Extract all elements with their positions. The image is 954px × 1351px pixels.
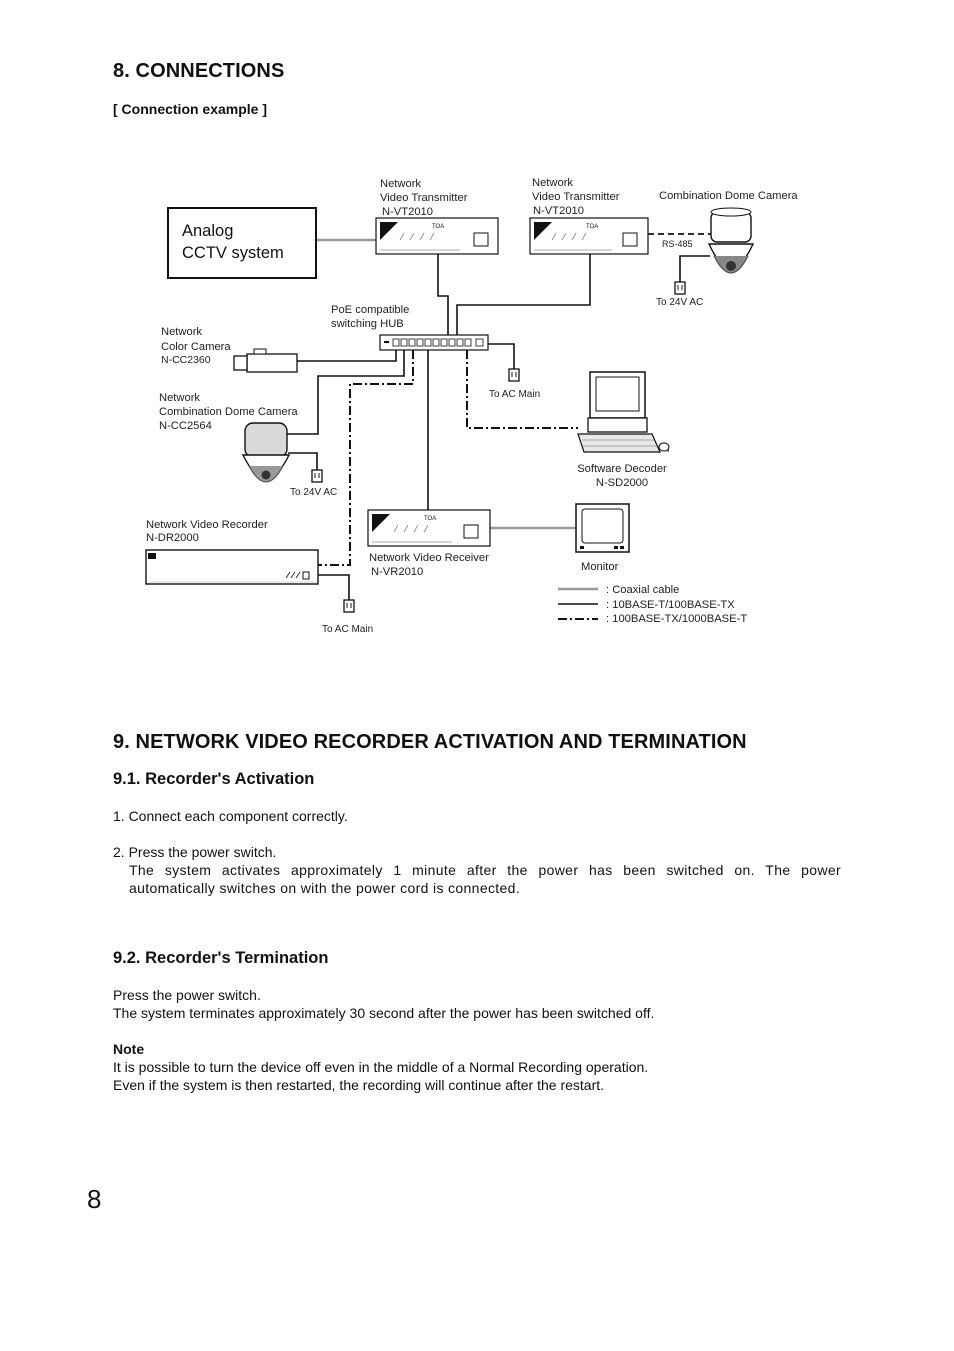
monitor-device [575,503,630,553]
legend: : Coaxial cable : 10BASE-T/100BASE-TX : … [606,583,747,627]
vt-right-line-2: Video Transmitter [532,191,620,203]
dome-camera-left [241,422,291,483]
hub-label: PoE compatible switching HUB [331,303,409,331]
to-24v-right-label: To 24V AC [656,297,704,308]
rs485-label: RS-485 [662,239,693,249]
cable-vt-left-hub [437,253,449,338]
vt-right-line-1: Network [532,177,574,189]
vt-left-line-2: Video Transmitter [380,192,468,204]
cable-hub-decoder [466,350,578,429]
network-color-camera [233,348,298,373]
cable-hub-recorder [318,350,414,566]
cable-recorder-power [318,574,350,600]
recorder-label: Network Video Recorder N-DR2000 [146,519,268,545]
vt-right-line-3: N-VT2010 [533,205,584,217]
network-video-recorder [145,549,319,585]
vt-right-brand: TOA [586,224,598,230]
analog-line-2: CCTV system [182,244,284,262]
video-transmitter-right [529,217,649,255]
dome-left-label: Network Combination Dome Camera N-CC2564 [159,391,298,433]
software-decoder-line-2: N-SD2000 [595,477,649,489]
analog-cctv-box [167,207,317,279]
cable-dome-left-hub [287,350,405,435]
dome-camera-right [707,207,755,274]
to-ac-recorder-label: To AC Main [322,624,374,635]
note-line-2: Even if the system is then restarted, th… [113,1077,605,1093]
dome-left-line-1: Network [159,392,201,404]
software-decoder-line-1: Software Decoder [577,463,667,475]
hub-power-plug [508,368,520,382]
cable-dome-right-power [679,255,710,283]
vt-right-label: Network Video Transmitter N-VT2010 [532,176,619,218]
recorder-power-plug [343,599,355,613]
dome-right-power-plug [674,281,686,295]
section-title-connections: 8. CONNECTIONS [113,60,285,82]
dome-left-line-2: Combination Dome Camera [159,406,298,418]
activation-step-2: 2. Press the power switch. [113,844,277,860]
page-number: 8 [87,1184,102,1214]
cable-color-camera-hub [297,350,397,362]
cable-vt-right-hub [456,253,591,338]
color-camera-line-1: Network [161,326,203,338]
legend-10base: : 10BASE-T/100BASE-TX [606,598,735,611]
legend-coaxial: : Coaxial cable [606,584,680,596]
color-camera-label: Network Color Camera N-CC2360 [161,326,231,367]
vt-left-line-3: N-VT2010 [382,206,433,218]
recorder-line-1: Network Video Recorder [146,519,268,531]
note-line-1: It is possible to turn the device off ev… [113,1059,649,1075]
receiver-line-1: Network Video Receiver [369,552,489,564]
cable-dome-left-power [288,452,318,470]
receiver-line-2: N-VR2010 [371,566,424,578]
termination-line-1: Press the power switch. [113,987,261,1003]
dome-left-power-plug [311,469,323,483]
connection-example-heading: [ Connection example ] [113,101,268,117]
network-video-receiver [367,509,491,547]
section-title-activation: 9. NETWORK VIDEO RECORDER ACTIVATION AND… [113,731,747,753]
analog-line-1: Analog [182,222,234,240]
hub-line-2: switching HUB [331,318,404,330]
video-transmitter-left [375,217,499,255]
connection-diagram: TOA TOA TOA [145,207,755,620]
color-camera-line-3: N-CC2360 [161,354,211,366]
termination-line-2: The system terminates approximately 30 s… [113,1005,655,1021]
subsection-activation: 9.1. Recorder's Activation [113,770,315,788]
color-camera-line-2: Color Camera [161,341,231,353]
to-24v-left-label: To 24V AC [290,487,338,498]
hub-line-1: PoE compatible [331,304,410,316]
cable-hub-power [488,343,515,370]
monitor-label: Monitor [581,561,619,573]
subsection-termination: 9.2. Recorder's Termination [113,949,329,967]
recorder-line-2: N-DR2000 [146,532,199,544]
poe-switching-hub [379,334,489,351]
activation-step-2-detail: The system activates approximately 1 min… [129,862,841,896]
analog-box-label: Analog CCTV system [182,220,284,264]
software-decoder-label: Software Decoder N-SD2000 [574,462,670,490]
to-ac-hub-label: To AC Main [489,389,541,400]
receiver-brand: TOA [424,516,436,522]
legend-100base: : 100BASE-TX/1000BASE-T [606,613,748,625]
software-decoder-pc [577,371,670,453]
dome-right-label: Combination Dome Camera [659,190,798,202]
vt-left-line-1: Network [380,178,422,190]
receiver-label: Network Video Receiver N-VR2010 [369,551,489,579]
vt-left-brand: TOA [432,224,444,230]
dome-left-line-3: N-CC2564 [159,420,212,432]
vt-left-label: Network Video Transmitter N-VT2010 [380,177,467,219]
activation-step-1: 1. Connect each component correctly. [113,808,348,824]
note-label: Note [113,1041,145,1057]
